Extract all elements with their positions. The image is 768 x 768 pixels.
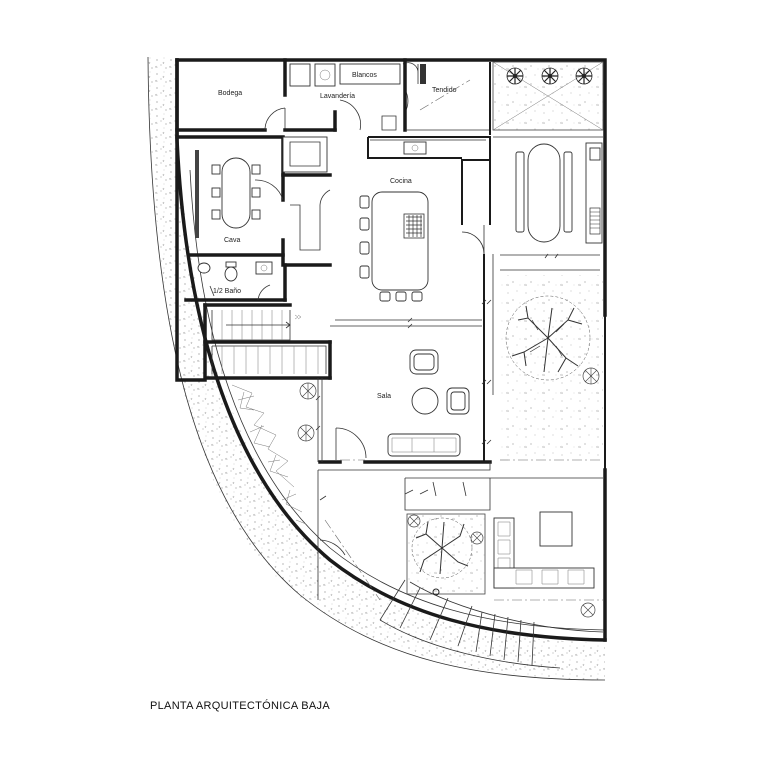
room-label-blancos: Blancos [352, 72, 377, 79]
room-label-tendido: Tendido [432, 87, 457, 94]
shrub-icon [407, 514, 421, 528]
right-upper-patio [493, 136, 603, 271]
cava-room: Cava [175, 135, 332, 267]
lavanderia-room: Blancos Lavandería [289, 58, 426, 132]
interior-walls [315, 137, 494, 471]
bodega-room: Bodega [175, 58, 337, 132]
shrub-icon [470, 531, 484, 545]
lower-terrace [317, 470, 603, 618]
palm-icon [506, 67, 524, 85]
right-mid-garden [297, 275, 603, 461]
top-right-planter [492, 61, 604, 131]
palm-icon [541, 67, 559, 85]
cocina-room: Cocina [333, 110, 491, 302]
tendido-room: Tendido [405, 62, 491, 135]
shrub-icon [297, 424, 315, 442]
room-label-medio-bano: 1/2 Baño [213, 288, 241, 295]
shrub-icon [582, 367, 600, 385]
room-label-lavanderia: Lavandería [320, 93, 355, 100]
half-bath-room: 1/2 Baño [184, 261, 287, 302]
shrub-icon [580, 602, 596, 618]
entry-steps [379, 579, 604, 669]
staircase [203, 303, 332, 380]
tree-icon [411, 517, 473, 579]
palm-icon [575, 67, 593, 85]
drawing-title: PLANTA ARQUITECTÓNICA BAJA [150, 699, 330, 712]
exterior-walls [175, 58, 607, 642]
room-label-cocina: Cocina [390, 178, 412, 185]
room-label-sala: Sala [377, 393, 391, 400]
shrub-icon [299, 382, 317, 400]
sala-room: Sala [335, 349, 470, 460]
tree-icon [505, 295, 591, 381]
room-label-bodega: Bodega [218, 90, 242, 97]
rock-garden [231, 384, 307, 525]
room-label-cava: Cava [224, 237, 240, 244]
